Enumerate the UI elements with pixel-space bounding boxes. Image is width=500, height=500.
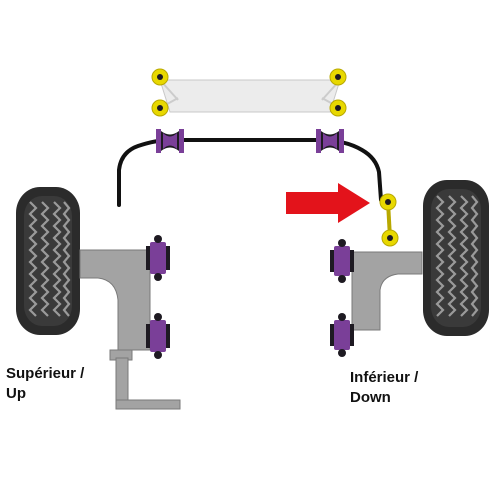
label-up-line: Up (6, 385, 26, 402)
drop-link (379, 193, 399, 247)
label-inferieur-line: Inférieur / (350, 369, 419, 386)
right-wheel (423, 180, 489, 336)
crossmember-bush-top-left (151, 68, 169, 86)
arrow-right-icon (286, 183, 370, 223)
left-wheel (16, 187, 80, 335)
crossmember (151, 68, 347, 117)
label-down-line: Down (350, 389, 391, 406)
anti-roll-bar (117, 138, 383, 207)
label-inferieur-down: Inférieur / Down (350, 368, 418, 408)
label-superieur-line: Supérieur / (6, 365, 85, 382)
crossmember-bush-bottom-left (151, 99, 169, 117)
left-control-arm (79, 249, 181, 410)
crossmember-bush-bottom-right (329, 99, 347, 117)
right-arm-bush-upper (330, 239, 354, 283)
right-control-arm (351, 251, 423, 331)
right-wheel-tread (435, 195, 479, 317)
left-arm-bush-lower (146, 313, 170, 359)
right-arm-bush-lower (330, 313, 354, 357)
crossmember-bush-top-right (329, 68, 347, 86)
left-arm-bush-upper (146, 235, 170, 281)
label-superieur-up: Supérieur / Up (6, 364, 84, 404)
anti-roll-bar-bush-right (316, 129, 344, 153)
left-wheel-tread (28, 201, 71, 317)
anti-roll-bar-bush-left (156, 129, 184, 153)
